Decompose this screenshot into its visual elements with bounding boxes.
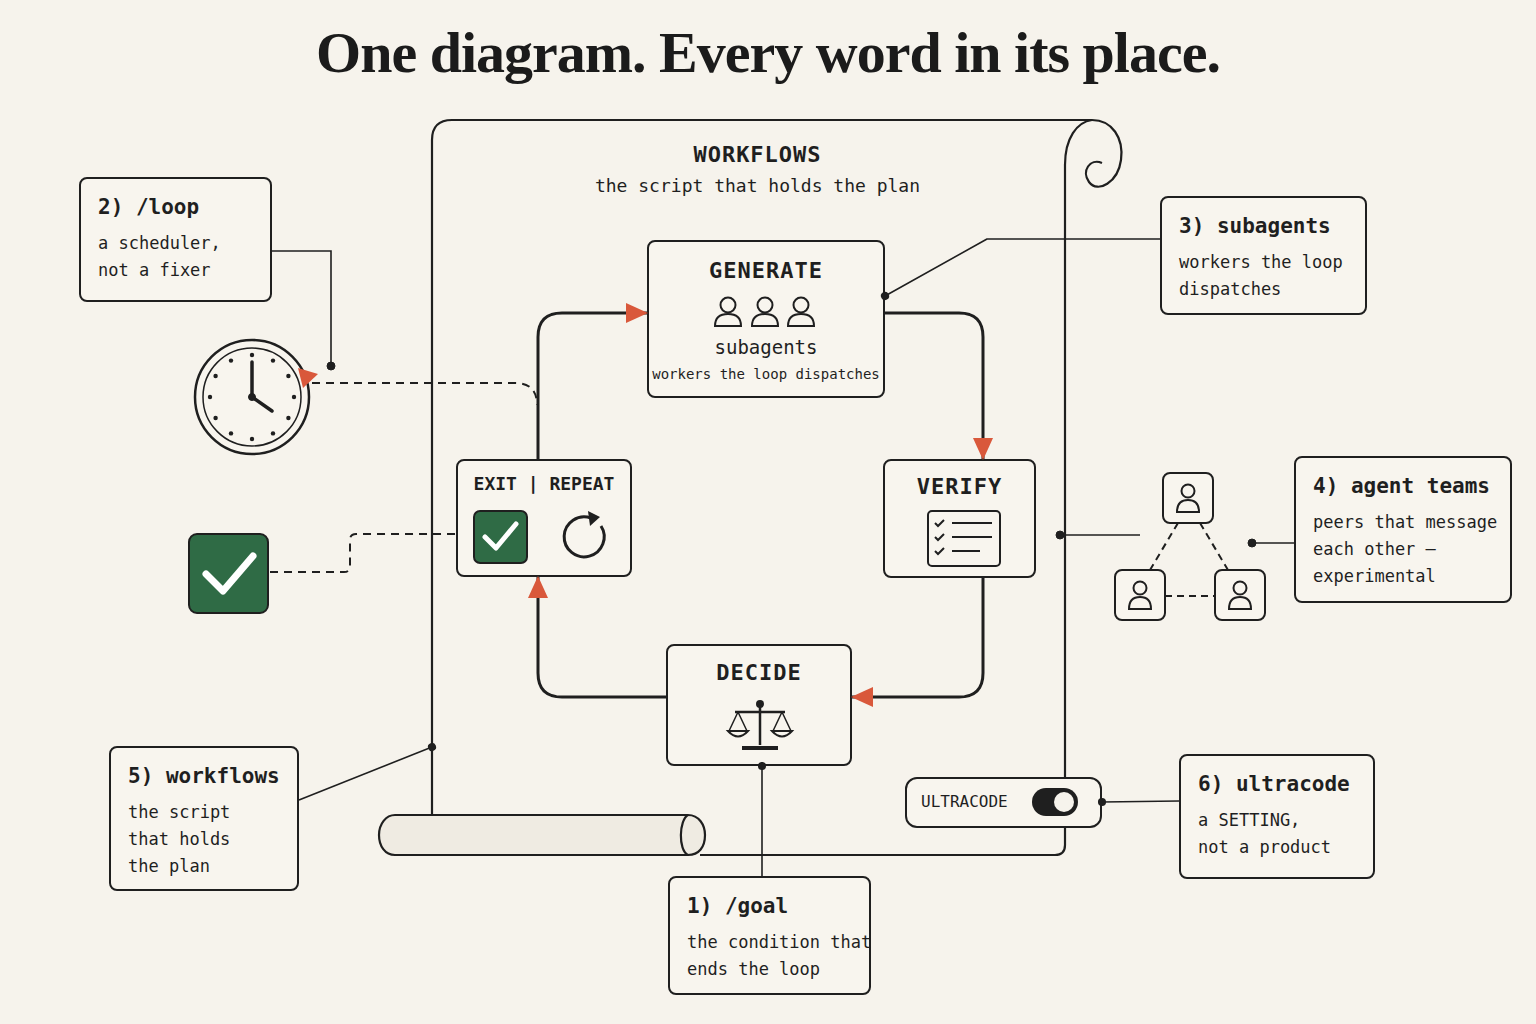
loop-arrow — [538, 577, 666, 697]
person-head — [1234, 582, 1247, 595]
leader-line — [885, 239, 1160, 296]
process-box: GENERATE subagents workers the loop dispat… — [647, 240, 885, 398]
person-body — [1177, 500, 1199, 512]
node-heading: GENERATE — [649, 258, 883, 284]
done-checkbox — [189, 534, 268, 613]
agent-square — [1163, 473, 1213, 523]
node-text: a scheduler, not a fixer — [98, 230, 238, 284]
node-text: workers the loop dispatches — [1179, 249, 1349, 303]
scroll-roll — [379, 815, 705, 855]
scroll-outline — [379, 120, 1121, 855]
leader-line — [1060, 534, 1140, 536]
callout-box: 2) /loop a scheduler, not a fixer — [79, 177, 272, 302]
node-heading: 2) /loop — [98, 195, 270, 220]
clock-ticks-part — [271, 358, 275, 362]
schedule-dashed-line — [312, 383, 537, 405]
clock-ticks — [208, 353, 296, 441]
scroll-curl — [1086, 120, 1121, 187]
node-heading: ULTRACODE — [921, 792, 1100, 811]
loop-arrow — [885, 313, 983, 459]
leader-line — [1102, 801, 1179, 802]
clock-ticks-part — [229, 358, 233, 362]
scroll-roll-end — [681, 815, 688, 855]
done-check — [189, 534, 456, 613]
node-heading: VERIFY — [885, 474, 1034, 500]
leader-dot — [327, 362, 335, 370]
clock-ticks-part — [250, 437, 254, 441]
callout-box: 3) subagents workers the loop dispatches — [1160, 196, 1367, 315]
clock-rim — [195, 340, 309, 454]
node-text: subagents — [649, 336, 883, 359]
node-heading: 4) agent teams — [1313, 474, 1510, 499]
diagram-title: One diagram. Every word in its place. — [0, 18, 1536, 88]
node-text: the script that holds the plan — [450, 175, 1065, 197]
leader-dot — [1056, 531, 1064, 539]
scroll-edge — [432, 120, 1092, 815]
clock-ticks-part — [271, 431, 275, 435]
clock-ticks-part — [213, 416, 217, 420]
person-head — [1134, 582, 1147, 595]
callout-box: 6) ultracode a SETTING, not a product — [1179, 754, 1375, 879]
person-body — [1229, 597, 1251, 609]
leader-line — [1252, 542, 1294, 544]
loop-leader — [272, 251, 537, 405]
node-heading: 1) /goal — [687, 894, 869, 919]
scroll-curl — [1065, 120, 1092, 165]
clock-center — [249, 394, 256, 401]
node-text: a SETTING, not a product — [1198, 807, 1338, 861]
leader-line — [272, 251, 331, 366]
clock-ticks-part — [213, 374, 217, 378]
loop-arrow — [852, 578, 983, 697]
callout-box: 4) agent teams peers that message each ot… — [1294, 456, 1512, 603]
clock-ticks-part — [286, 416, 290, 420]
loop-arrow — [538, 313, 647, 459]
leader-dot — [1248, 539, 1256, 547]
scroll-frame: GENERATE subagents workers the loop dispat… — [432, 120, 1065, 855]
decision-box: DECIDE — [666, 644, 852, 766]
person-body — [1129, 597, 1151, 609]
clock-hands — [252, 362, 272, 411]
node-text: peers that message each other – experime… — [1313, 509, 1503, 590]
callout-box: 1) /goal the condition that ends the loop — [668, 876, 871, 995]
node-heading: WORKFLOWS — [450, 142, 1065, 168]
node-text: the condition that ends the loop — [687, 929, 873, 983]
clock-ticks-part — [208, 395, 212, 399]
node-text: workers the loop dispatches — [649, 366, 883, 383]
callout-box: 5) workflows the script that holds the pl… — [109, 746, 299, 891]
exit-dashed-line — [270, 534, 456, 572]
leader-line — [761, 766, 763, 876]
clock-face — [203, 348, 301, 446]
clock-icon — [195, 340, 309, 454]
agent-square — [1115, 570, 1165, 620]
leader-line — [299, 747, 432, 800]
node-heading: DECIDE — [668, 660, 850, 686]
agent-team-icon — [1056, 473, 1294, 620]
node-heading: 3) subagents — [1179, 214, 1365, 239]
node-heading: 6) ultracode — [1198, 772, 1373, 797]
node-text: the script that holds the plan — [128, 799, 238, 880]
process-box: VERIFY — [883, 459, 1036, 578]
schedule-arrowhead — [298, 368, 318, 388]
clock-ticks-part — [286, 374, 290, 378]
clock-ticks-part — [250, 353, 254, 357]
check-mark — [206, 556, 253, 591]
node-heading: EXIT | REPEAT — [458, 473, 630, 495]
agent-square — [1215, 570, 1265, 620]
clock-ticks-part — [292, 395, 296, 399]
person-head — [1182, 485, 1195, 498]
toggle-box: ULTRACODE — [905, 777, 1102, 828]
clock-ticks-part — [229, 431, 233, 435]
node-heading: 5) workflows — [128, 764, 297, 789]
exit-repeat-box: EXIT | REPEAT — [456, 459, 632, 577]
